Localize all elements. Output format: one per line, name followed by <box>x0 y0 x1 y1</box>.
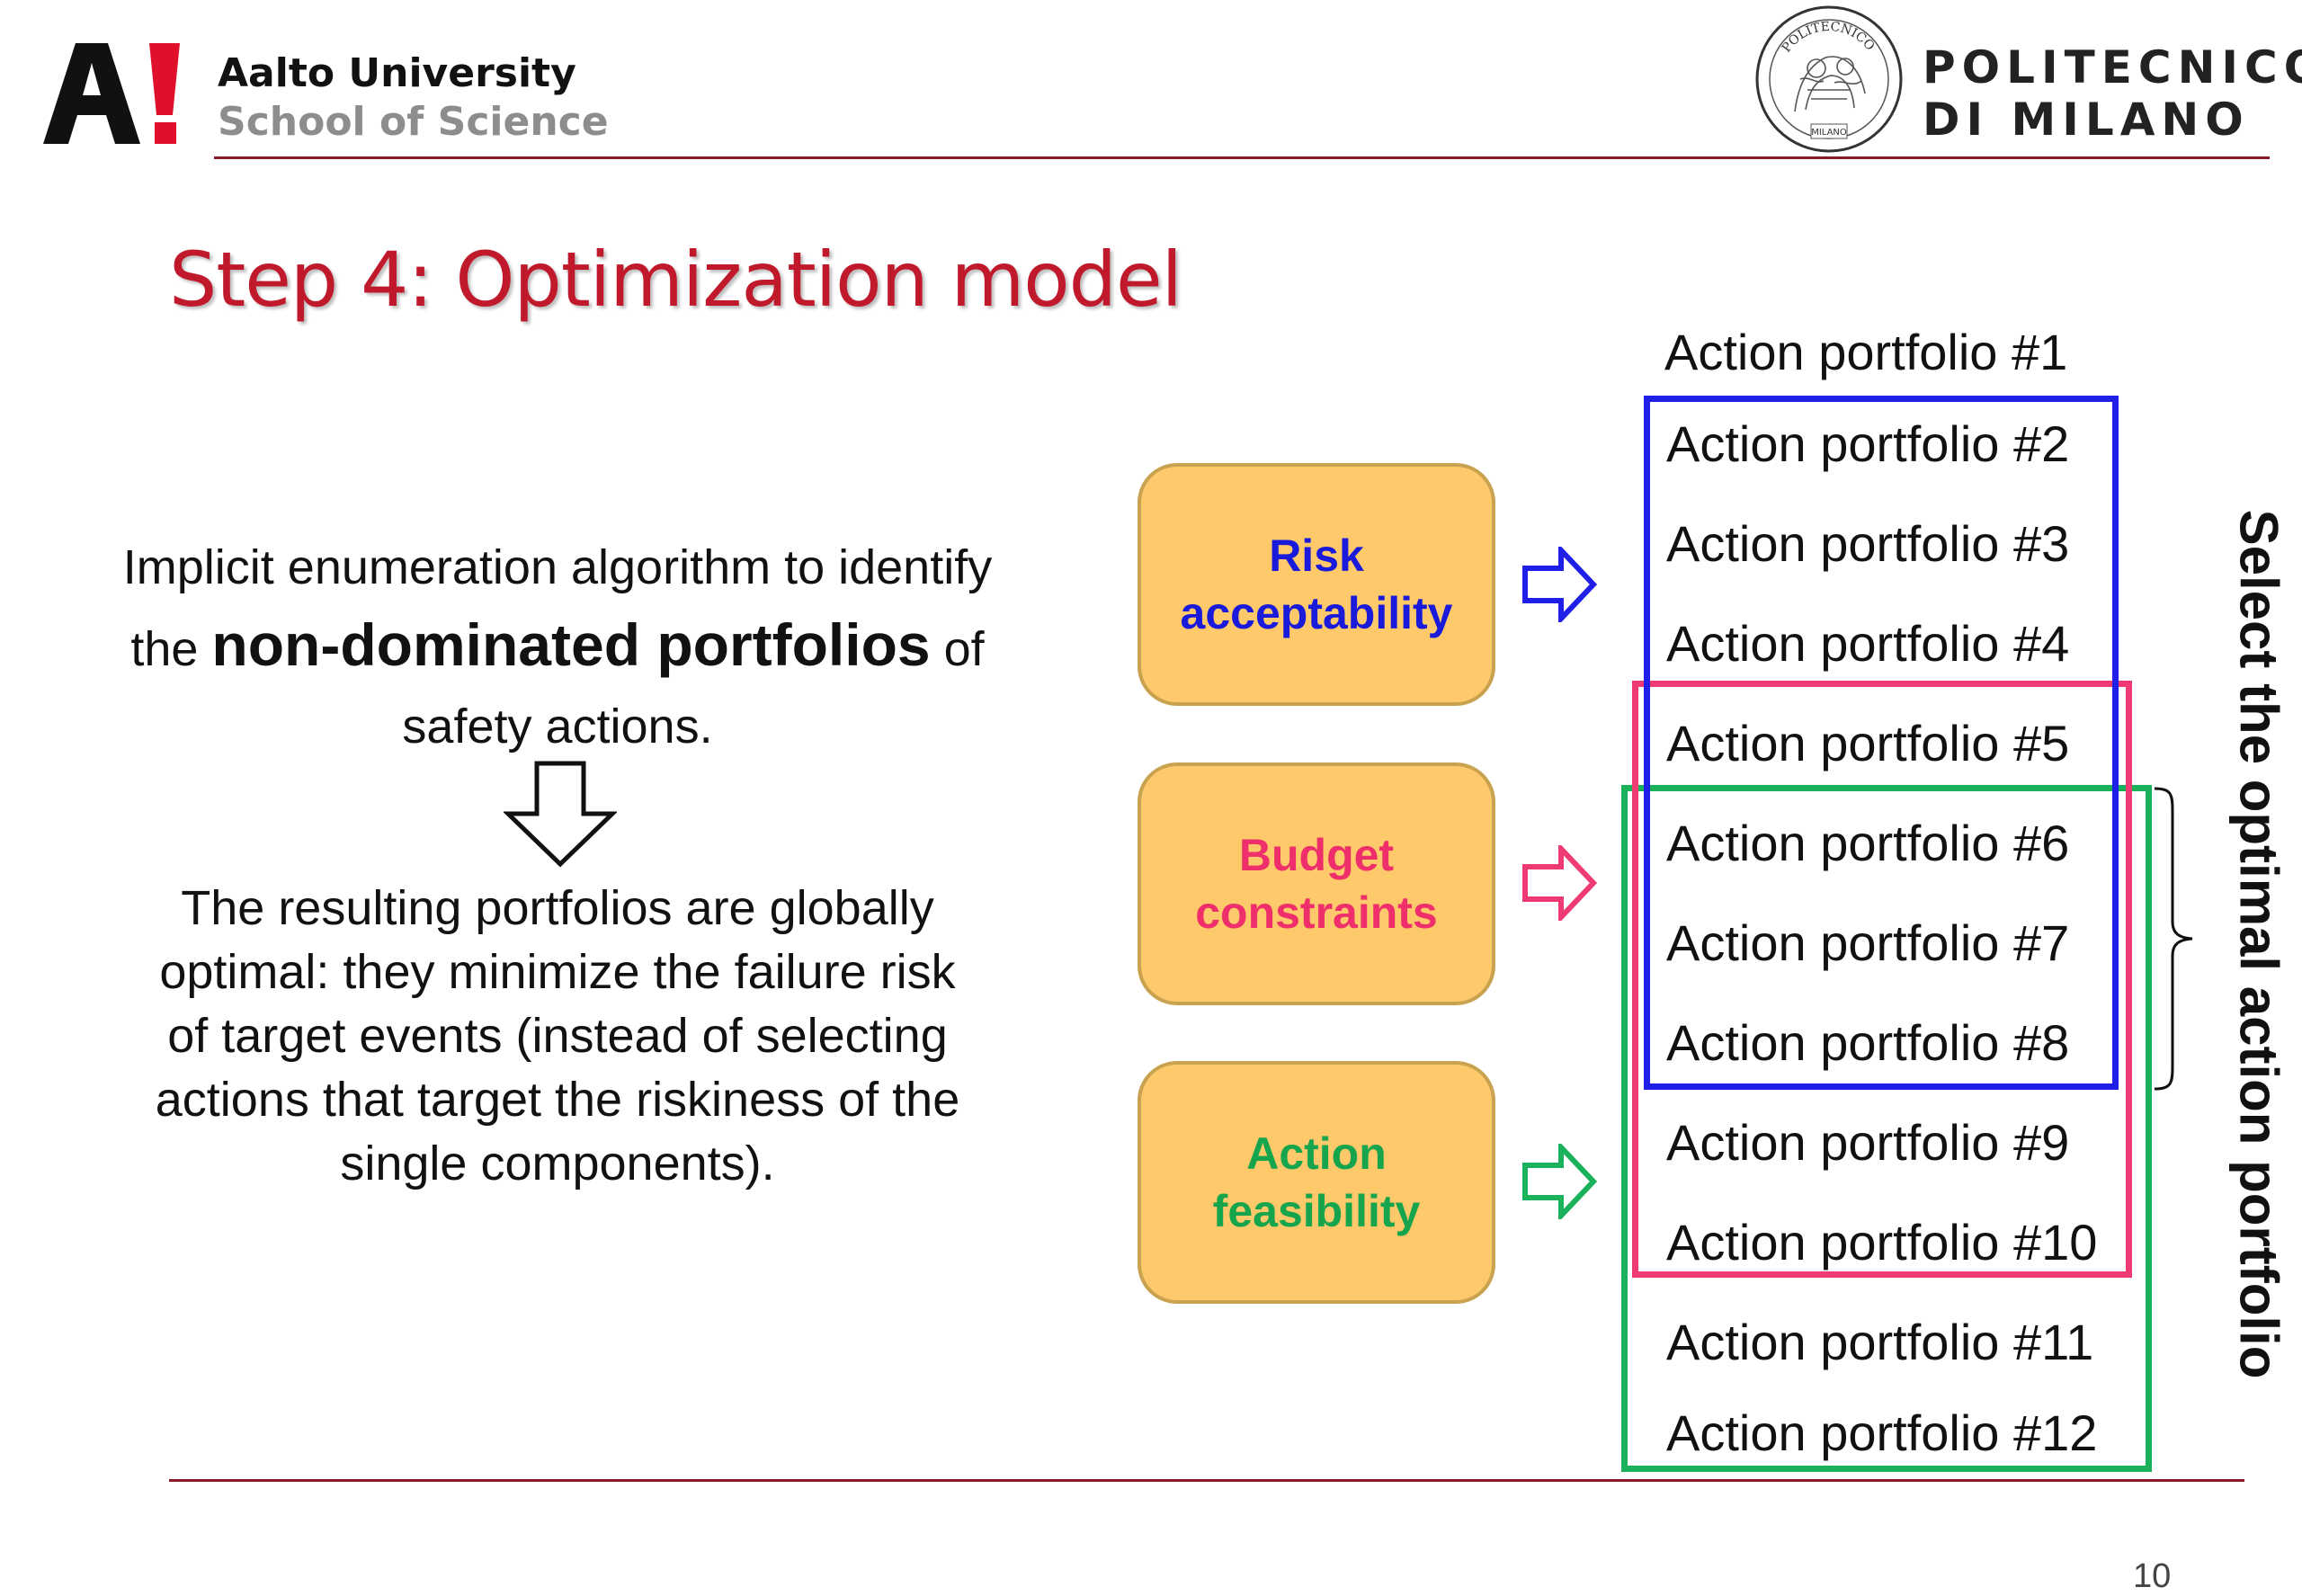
portfolio-item-4: Action portfolio #4 <box>1666 615 2070 672</box>
portfolio-item-6: Action portfolio #6 <box>1666 815 2070 871</box>
criterion-risk-acceptability: Risk acceptability <box>1138 463 1495 706</box>
selection-brace <box>2154 787 2193 1091</box>
header-rule <box>214 156 2270 159</box>
page-number: 10 <box>2133 1557 2172 1595</box>
criterion-budget-constraints: Budget constraints <box>1138 762 1495 1005</box>
aalto-university-name: Aalto University <box>218 50 576 96</box>
criterion-action-label: Action feasibility <box>1212 1128 1421 1236</box>
portfolio-item-11: Action portfolio #11 <box>1666 1314 2094 1370</box>
intro-paragraph: Implicit enumeration algorithm to identi… <box>108 529 1007 765</box>
criterion-risk-label: Risk acceptability <box>1180 531 1453 638</box>
footer-rule <box>169 1479 2244 1482</box>
seal-text-bottom: MILANO <box>1811 128 1847 138</box>
portfolio-item-1: Action portfolio #1 <box>1664 324 2068 380</box>
portfolio-item-9: Action portfolio #9 <box>1666 1114 2070 1171</box>
right-arrow-icon-risk <box>1522 547 1597 622</box>
portfolio-item-12: Action portfolio #12 <box>1666 1404 2098 1461</box>
portfolio-item-5: Action portfolio #5 <box>1666 715 2070 771</box>
down-arrow-icon <box>504 761 617 868</box>
slide-title: Step 4: Optimization model <box>169 236 1182 324</box>
criterion-action-feasibility: Action feasibility <box>1138 1061 1495 1304</box>
right-arrow-icon-action <box>1522 1144 1597 1219</box>
polimi-seal-logo: POLITECNICO MILANO <box>1755 5 1903 153</box>
portfolio-item-3: Action portfolio #3 <box>1666 515 2070 572</box>
aalto-school-name: School of Science <box>218 99 609 145</box>
select-label-container: Select the optimal action portfolio <box>2196 468 2302 1421</box>
portfolio-item-7: Action portfolio #7 <box>1666 914 2070 971</box>
criterion-budget-label: Budget constraints <box>1195 830 1438 938</box>
intro-text-post: of safety actions. <box>402 622 985 753</box>
action-feasibility-frame <box>1621 785 2152 1472</box>
select-optimal-label: Select the optimal action portfolio <box>2228 509 2289 1379</box>
result-paragraph: The resulting portfolios are globally op… <box>155 881 960 1190</box>
portfolio-item-8: Action portfolio #8 <box>1666 1014 2070 1071</box>
portfolio-item-10: Action portfolio #10 <box>1666 1214 2098 1271</box>
budget-constraints-frame <box>1632 681 2132 1278</box>
intro-text-bold: non-dominated portfolios <box>211 611 931 678</box>
risk-acceptability-frame <box>1644 396 2119 1090</box>
portfolio-item-2: Action portfolio #2 <box>1666 415 2070 472</box>
aalto-logo <box>43 43 180 144</box>
polimi-name-line2: DI MILANO <box>1923 94 2250 146</box>
intro-text-pre: Implicit enumeration algorithm to identi… <box>122 540 993 676</box>
polimi-name-line1: POLITECNICO <box>1923 41 2302 94</box>
right-arrow-icon-budget <box>1522 845 1597 921</box>
